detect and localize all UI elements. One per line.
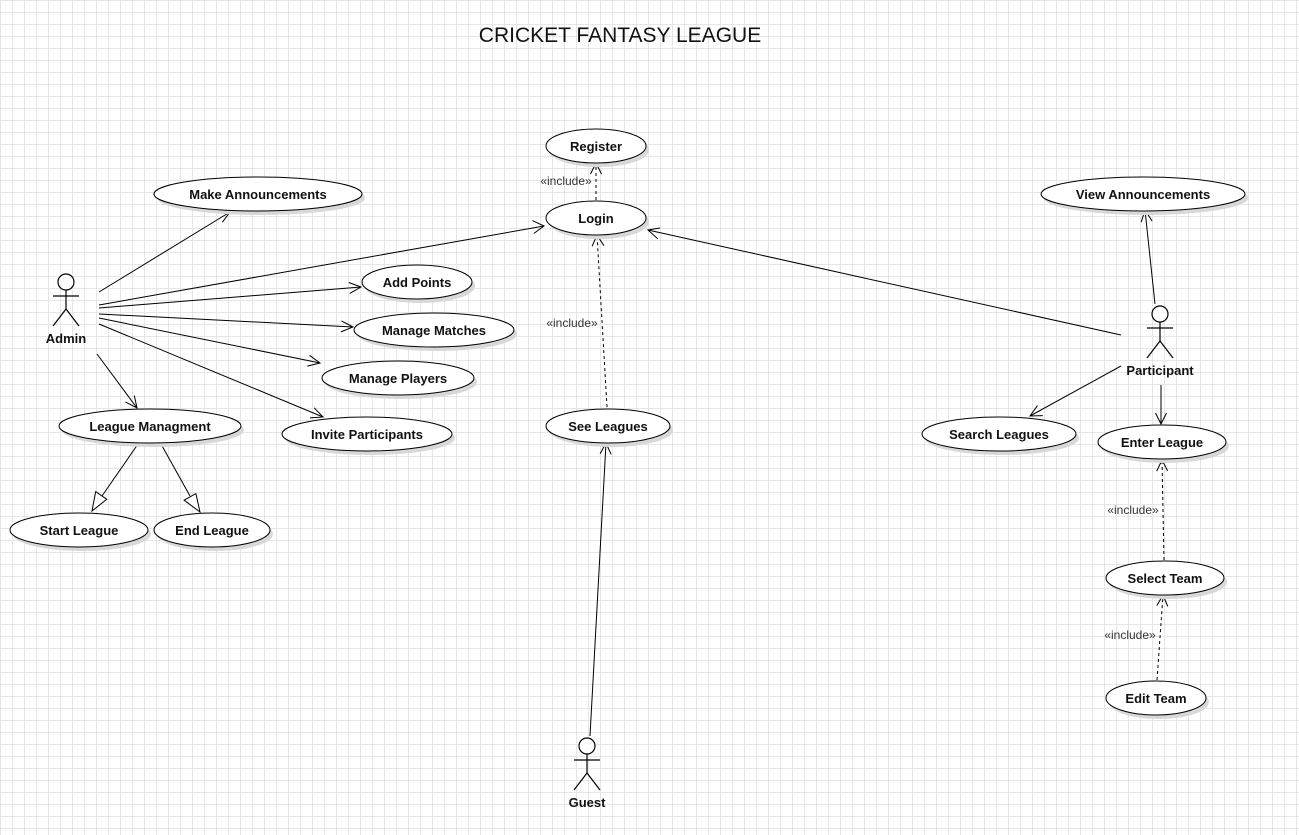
assoc-admin-add-points — [98, 282, 363, 309]
use-case-league-managment[interactable]: League Managment — [58, 408, 244, 447]
use-case-search-leagues[interactable]: Search Leagues — [921, 416, 1079, 455]
assoc-admin-manage-players — [98, 317, 322, 367]
use-case-label: Register — [570, 139, 622, 154]
use-case-view-announcements[interactable]: View Announcements — [1040, 176, 1248, 215]
actor-label: Admin — [46, 331, 87, 346]
use-case-manage-players[interactable]: Manage Players — [321, 360, 477, 399]
use-case-label: Enter League — [1121, 435, 1203, 450]
use-case-make-announcements[interactable]: Make Announcements — [153, 176, 365, 215]
assoc-participant-search-leagues — [1029, 365, 1122, 417]
use-case-manage-matches[interactable]: Manage Matches — [353, 312, 517, 351]
use-case-label: Edit Team — [1125, 691, 1186, 706]
connectors — [91, 161, 1169, 737]
use-case-edit-team[interactable]: Edit Team — [1105, 680, 1209, 719]
use-case-label: Select Team — [1128, 571, 1203, 586]
use-case-see-leagues[interactable]: See Leagues — [545, 408, 673, 447]
generalization-end-league — [160, 443, 201, 514]
assoc-admin-league-managment — [96, 353, 138, 409]
assoc-admin-invite-participants — [98, 323, 325, 419]
use-case-label: View Announcements — [1076, 187, 1210, 202]
use-case-label: End League — [175, 523, 249, 538]
use-case-add-points[interactable]: Add Points — [361, 264, 475, 303]
use-case-label: Manage Players — [349, 371, 447, 386]
actor-figure-icon — [52, 273, 80, 327]
actor-admin[interactable]: Admin — [46, 273, 87, 346]
use-case-login[interactable]: Login — [545, 200, 649, 239]
assoc-admin-login — [98, 220, 545, 306]
include-label-register: «include» — [540, 174, 592, 188]
use-case-label: League Managment — [89, 419, 211, 434]
use-case-label: Manage Matches — [382, 323, 486, 338]
actor-label: Guest — [569, 795, 607, 810]
use-case-enter-league[interactable]: Enter League — [1097, 424, 1229, 463]
generalization-start-league — [91, 443, 139, 513]
assoc-participant-enter-league — [1155, 385, 1167, 426]
actor-participant[interactable]: Participant — [1126, 305, 1194, 378]
actor-figure-icon — [1146, 305, 1174, 359]
use-case-label: Make Announcements — [189, 187, 327, 202]
assoc-participant-login — [646, 227, 1122, 336]
actor-guest[interactable]: Guest — [569, 737, 607, 810]
use-case-label: Add Points — [383, 275, 452, 290]
use-case-invite-participants[interactable]: Invite Participants — [281, 416, 455, 455]
include-login-register — [590, 161, 602, 200]
use-case-label: Login — [578, 211, 613, 226]
use-case-select-team[interactable]: Select Team — [1105, 560, 1227, 599]
assoc-admin-make-announcements — [98, 211, 232, 293]
use-case-label: Invite Participants — [311, 427, 423, 442]
actor-label: Participant — [1126, 363, 1194, 378]
actor-figure-icon — [573, 737, 601, 791]
include-label-enter-league: «include» — [1107, 503, 1159, 517]
assoc-participant-view-announcements — [1140, 208, 1156, 305]
diagram-title: CRICKET FANTASY LEAGUE — [479, 24, 761, 47]
include-label-login: «include» — [546, 316, 598, 330]
use-case-label: See Leagues — [568, 419, 648, 434]
include-edit-team-select-team — [1156, 593, 1169, 681]
include-label-select-team: «include» — [1104, 628, 1156, 642]
use-case-register[interactable]: Register — [545, 128, 649, 167]
assoc-admin-manage-matches — [98, 313, 355, 333]
use-case-start-league[interactable]: Start League — [9, 512, 151, 551]
use-case-end-league[interactable]: End League — [153, 512, 273, 551]
use-case-label: Start League — [40, 523, 119, 538]
assoc-guest-see-leagues — [589, 441, 612, 737]
use-case-label: Search Leagues — [949, 427, 1049, 442]
